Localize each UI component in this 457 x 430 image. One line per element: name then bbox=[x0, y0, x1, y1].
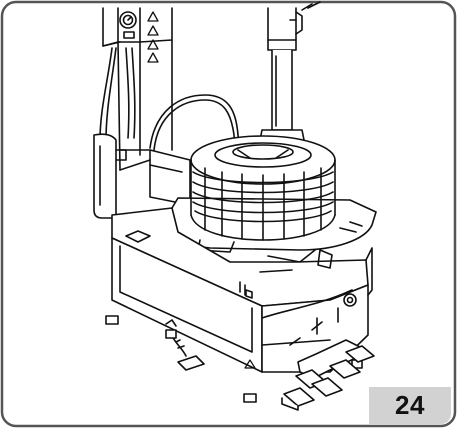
warning-triangle-icons bbox=[147, 11, 159, 63]
vertical-arm bbox=[267, 1, 321, 131]
tyre bbox=[190, 135, 336, 241]
figure-number-box: 24 bbox=[369, 387, 451, 424]
side-cylinder bbox=[93, 133, 127, 219]
pressure-gauge-icon bbox=[119, 11, 137, 39]
side-pedal bbox=[165, 319, 205, 371]
inflation-hose bbox=[149, 94, 241, 161]
foot-pedals bbox=[281, 339, 375, 411]
machine-feet bbox=[105, 315, 363, 403]
figure-number: 24 bbox=[395, 390, 425, 420]
air-hose bbox=[99, 47, 136, 141]
